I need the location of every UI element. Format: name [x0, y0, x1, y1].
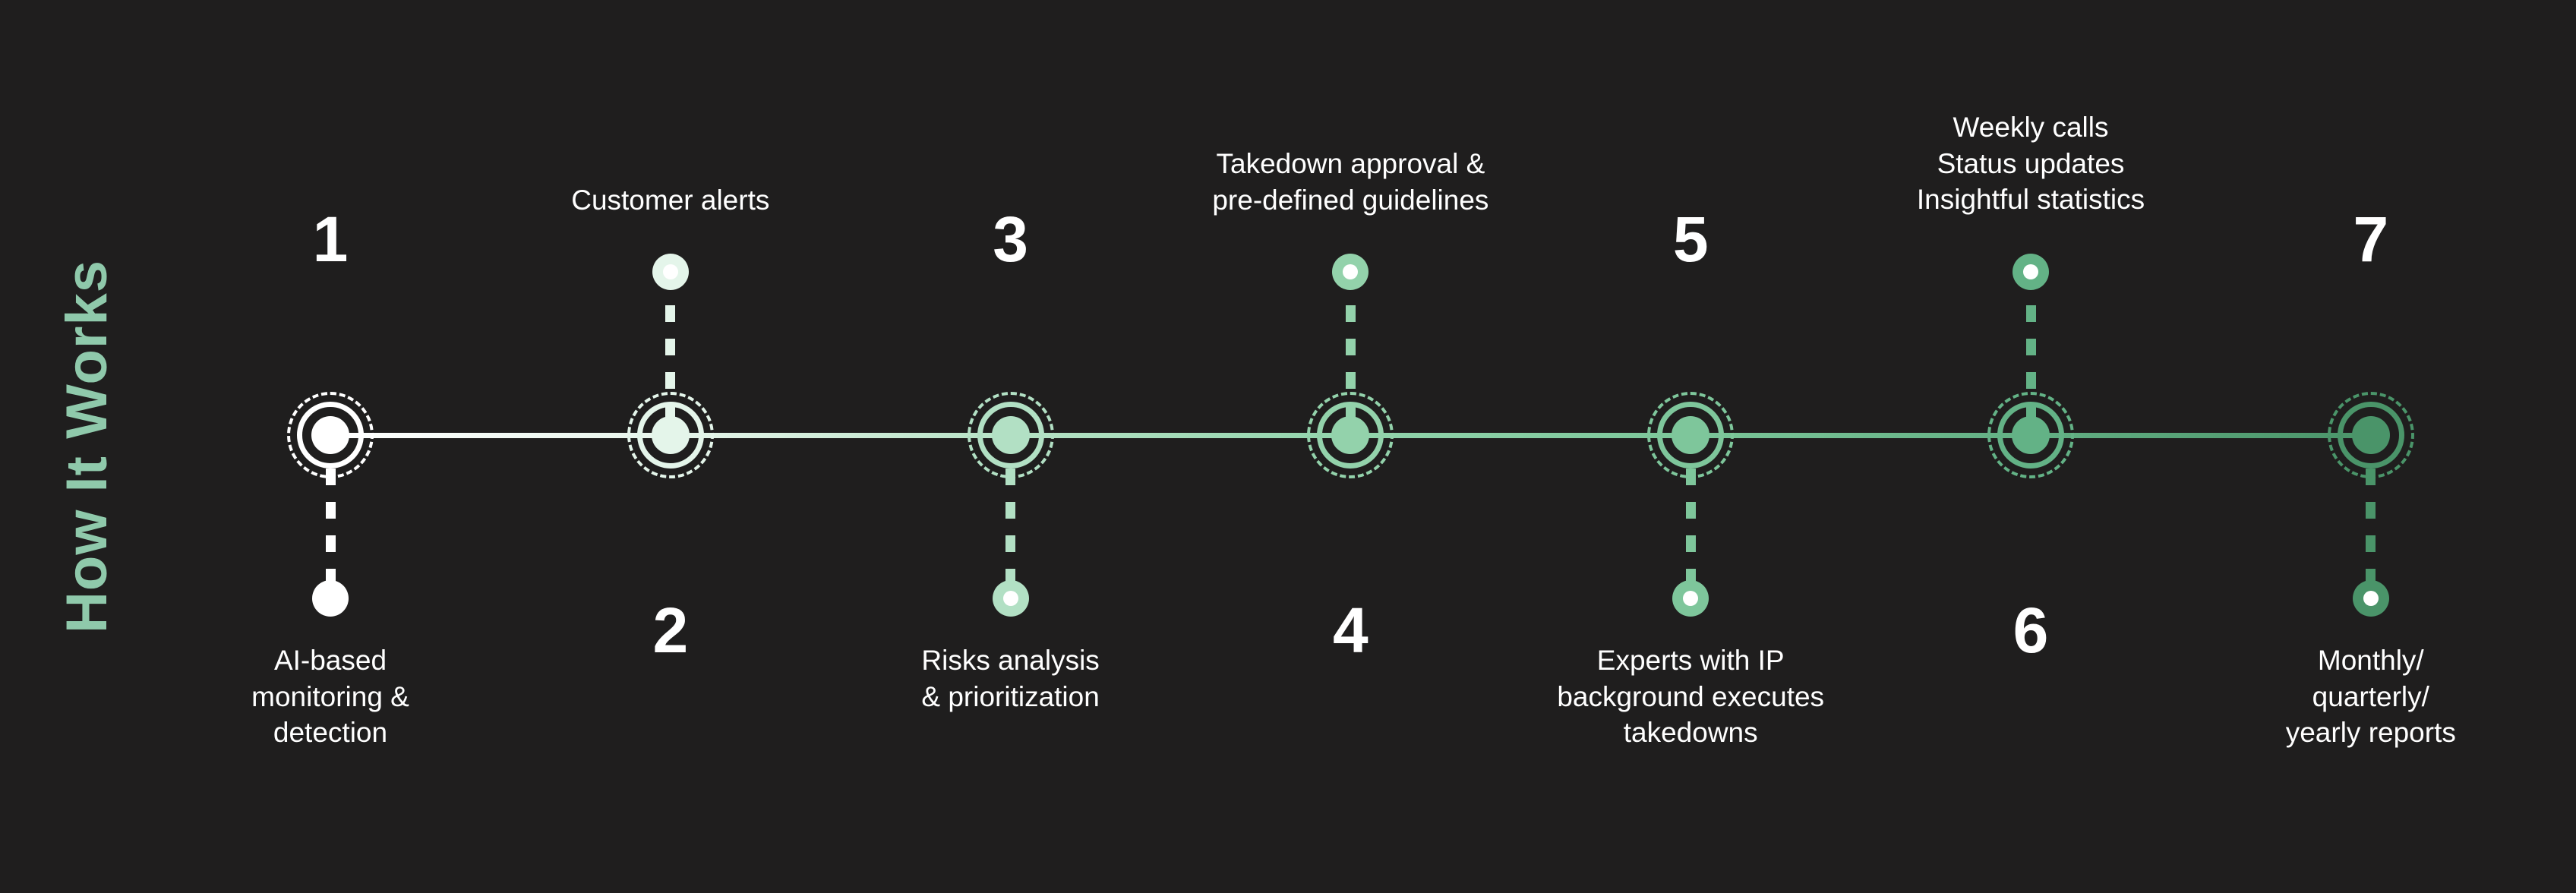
step-caption-2: Customer alerts — [571, 185, 770, 216]
step-endpoint-6 — [2012, 254, 2049, 290]
step-caption-1: AI-based monitoring & detection — [251, 645, 409, 749]
step-number-2: 2 — [652, 595, 689, 666]
step-connector-5 — [1685, 435, 1696, 598]
step-number-1: 1 — [312, 204, 349, 275]
step-endpoint-1 — [312, 580, 349, 617]
step-caption-7: Monthly/ quarterly/ yearly reports — [2285, 645, 2456, 749]
step-number-3: 3 — [993, 204, 1028, 275]
step-endpoint-inner-2 — [662, 264, 678, 279]
step-caption-3: Risks analysis & prioritization — [921, 645, 1100, 712]
step-endpoint-2 — [652, 254, 689, 290]
step-caption-5: Experts with IP background executes take… — [1557, 645, 1825, 749]
step-connector-1 — [325, 435, 336, 598]
step-connector-2 — [665, 272, 676, 435]
step-endpoint-5 — [1672, 580, 1709, 617]
timeline-step-2[interactable]: 2 Customer alerts — [496, 0, 845, 893]
step-number-7: 7 — [2353, 204, 2389, 275]
step-endpoint-4 — [1332, 254, 1369, 290]
step-endpoint-inner-3 — [1002, 591, 1018, 606]
section-title: How It Works — [0, 0, 175, 893]
step-number-6: 6 — [2012, 595, 2049, 666]
step-number-5: 5 — [1672, 204, 1709, 275]
step-endpoint-inner-5 — [1683, 591, 1699, 606]
step-number-4: 4 — [1333, 595, 1368, 666]
timeline-axis — [330, 433, 2371, 438]
section-title-label: How It Works — [55, 260, 120, 633]
timeline-step-4[interactable]: 4 Takedown approval & pre-defined guideli… — [1176, 0, 1525, 893]
step-endpoint-7 — [2352, 580, 2389, 617]
step-connector-3 — [1005, 435, 1016, 598]
step-endpoint-inner-6 — [2023, 264, 2038, 279]
step-caption-4: Takedown approval & pre-defined guidelin… — [1212, 148, 1489, 216]
step-endpoint-inner-4 — [1343, 264, 1359, 279]
step-connector-7 — [2366, 435, 2376, 598]
step-connector-6 — [2025, 272, 2036, 435]
step-endpoint-inner-7 — [2363, 591, 2379, 606]
step-caption-6: Weekly calls Status updates Insightful s… — [1916, 112, 2145, 216]
step-endpoint-3 — [992, 580, 1029, 617]
timeline-step-6[interactable]: 6 Weekly calls Status updates Insightful … — [1856, 0, 2205, 893]
step-connector-4 — [1345, 272, 1356, 435]
